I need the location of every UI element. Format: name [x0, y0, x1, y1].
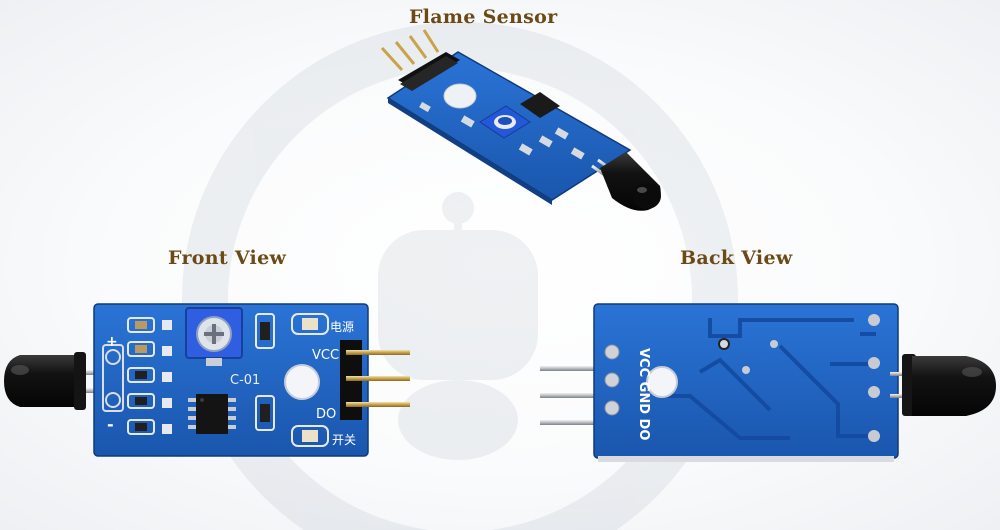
back-ir-receiver — [890, 354, 996, 416]
potentiometer — [479, 105, 531, 139]
header-pins — [380, 29, 440, 72]
back-view-board: VCC GND DO — [540, 303, 996, 462]
front-header-pins — [340, 340, 410, 420]
front-view-caption: Front View — [168, 247, 287, 269]
front-ir-receiver — [4, 352, 102, 410]
solder-pads — [604, 314, 880, 442]
part-label: C-01 — [230, 373, 260, 388]
ir-receiver — [591, 152, 661, 211]
vcc-label: VCC — [312, 348, 339, 363]
plus-label: + — [106, 334, 118, 350]
title-caption: Flame Sensor — [409, 6, 558, 28]
back-pin-labels: VCC GND DO — [636, 348, 651, 440]
comparator-chip — [188, 394, 236, 434]
power-label: 电源 — [330, 320, 354, 334]
front-view-board: + - — [4, 303, 410, 457]
status-leds — [291, 313, 329, 447]
switch-label: 开关 — [332, 433, 356, 447]
smd-resistors-left — [127, 317, 172, 435]
minus-label: - — [107, 415, 114, 434]
watermark-logo — [182, 22, 738, 530]
back-header-pins — [540, 366, 596, 425]
back-view-caption: Back View — [680, 247, 793, 269]
angled-sensor-board — [380, 29, 661, 211]
receiver-pads — [102, 344, 124, 412]
front-potentiometer — [185, 307, 243, 366]
smd-vertical — [255, 313, 275, 431]
pcb-traces — [660, 318, 876, 440]
do-label: DO — [316, 407, 336, 422]
